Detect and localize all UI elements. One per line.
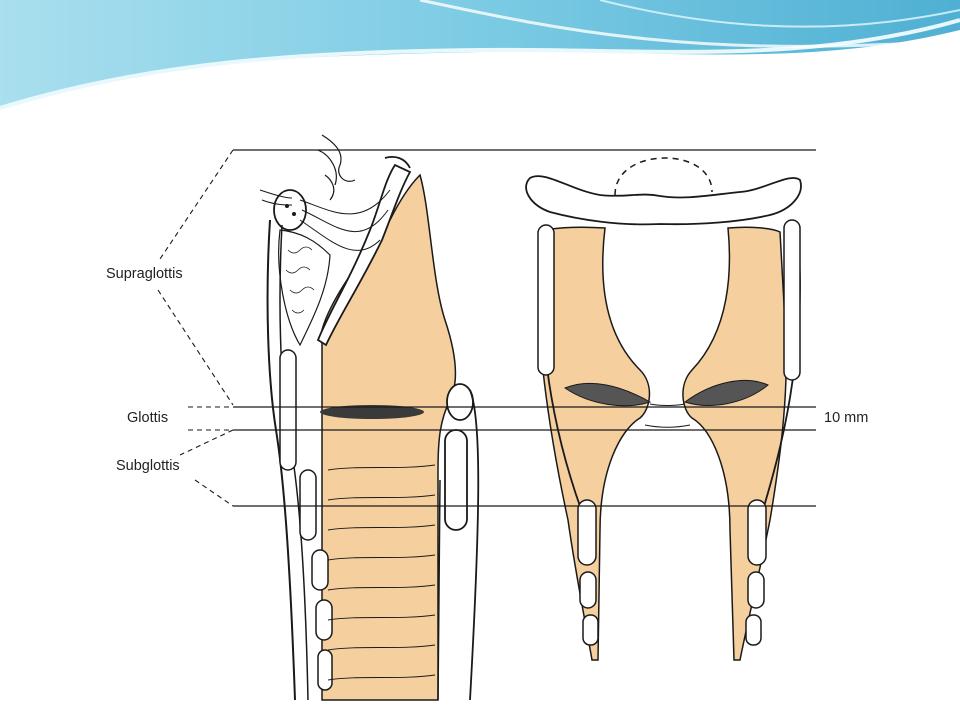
hyoid-bone	[273, 189, 307, 231]
sagittal-airway-tissue	[321, 173, 457, 701]
right-ventricle	[683, 379, 769, 406]
vocal-fold-slit	[320, 405, 424, 419]
left-ventricle	[563, 382, 652, 407]
pre-epiglottic-space	[278, 229, 331, 347]
header-wave-decoration	[0, 0, 960, 110]
label-subglottis: Subglottis	[116, 458, 180, 474]
epiglottis	[316, 163, 412, 347]
label-supraglottis: Supraglottis	[106, 266, 183, 282]
sagittal-larynx-view	[259, 134, 480, 701]
label-glottis: Glottis	[127, 410, 169, 426]
arytenoid-cartilage	[446, 383, 474, 421]
coronal-tracheal-rings	[577, 499, 767, 646]
cricoid-lamina	[444, 429, 468, 531]
coronal-right-wall	[682, 226, 788, 661]
coronal-left-wall	[539, 226, 651, 661]
hyoid-bar	[525, 175, 802, 226]
leader-brackets	[157, 149, 234, 507]
level-lines	[233, 149, 816, 507]
coronal-larynx-view	[525, 157, 802, 661]
label-measurement: 10 mm	[824, 410, 869, 426]
